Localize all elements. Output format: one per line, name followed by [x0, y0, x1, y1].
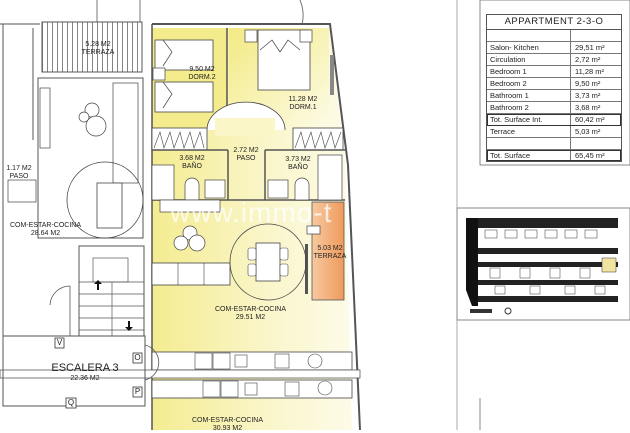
room-label-com-bottom: COM-ESTAR-COCINA 30.93 M2	[191, 417, 264, 432]
room-label-bano2: 3.68 M2 BAÑO	[179, 155, 205, 170]
marker-v: V	[56, 338, 63, 347]
table-row-empty	[487, 30, 621, 42]
watermark: www.immo-t	[170, 197, 333, 228]
marker-p: P	[134, 387, 141, 396]
room-label-bano1: 3.73 M2 BAÑO	[285, 156, 311, 171]
room-label-escalera: ESCALERA 3 22.36 M2	[51, 362, 119, 382]
marker-q: Q	[67, 398, 75, 407]
room-label-paso-left: 1.17 M2 PASO	[6, 165, 32, 180]
table-row-subtotal: Tot. Surface Int.60,42 m²	[487, 114, 621, 126]
room-label-dorm1: 11.28 M2 DORM.1	[288, 96, 318, 111]
room-label-terraza-left: 5.28 M2 TERRAZA	[81, 41, 115, 56]
room-label-dorm2: 9.50 M2 DORM.2	[188, 66, 216, 81]
room-label-terraza-right: 5.03 M2 TERRAZA	[313, 245, 347, 260]
table-title: APPARTMENT 2-3-O	[487, 15, 621, 30]
room-label-com-left: COM-ESTAR-COCINA 28.64 M2	[9, 222, 82, 237]
marker-o: O	[134, 353, 141, 362]
room-label-com-main: COM-ESTAR-COCINA 29.51 M2	[214, 306, 287, 321]
room-label-paso: 2.72 M2 PASO	[233, 147, 259, 162]
table-row-empty	[487, 138, 621, 150]
